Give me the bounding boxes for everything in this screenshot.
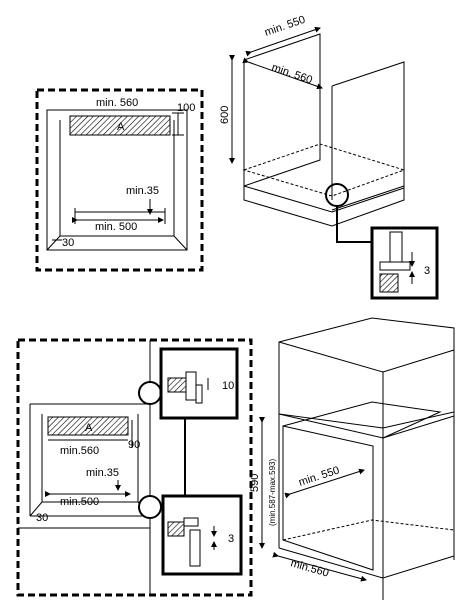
bottom-floor-width-label: min.500 <box>60 496 99 508</box>
top-front-height-label: 100 <box>177 102 195 114</box>
bottom-cabinet-depth-label: min. 550 <box>297 464 341 488</box>
top-floor-width-label: min. 500 <box>95 221 137 233</box>
top-cabinet-width-label: min. 560 <box>270 61 314 86</box>
top-cabinet-height-label: 600 <box>219 106 231 124</box>
vent-area-a <box>69 115 171 136</box>
bottom-cabinet-height-range-label: (min.587-max.593) <box>268 459 277 526</box>
bottom-front-width-label: min.560 <box>60 445 99 457</box>
top-front-width-label: min. 560 <box>96 97 138 109</box>
bottom-detail-top-gap-label: 10 <box>222 380 234 392</box>
top-detail-gap-label: 3 <box>424 265 430 277</box>
top-cabinet: min. 550 min. 560 600 <box>219 14 406 243</box>
bottom-vent-label: A <box>85 422 93 434</box>
vent-label: A <box>117 121 125 133</box>
bottom-detail-bottom-box: 3 <box>161 494 243 576</box>
top-detail-box: 3 <box>370 226 439 300</box>
top-side-label: 30 <box>62 237 74 249</box>
vent-area-a-bottom <box>47 416 129 436</box>
top-floor-gap-label: min.35 <box>126 185 159 197</box>
bottom-front-height-label: 90 <box>128 439 140 451</box>
bottom-detail-top-box: 10 <box>159 347 239 420</box>
bottom-front-view: A min.560 90 min.35 min.500 30 <box>16 338 253 597</box>
bottom-detail-bottom-gap-label: 3 <box>228 533 234 545</box>
bottom-cabinet-height-label: 590 <box>249 474 261 492</box>
bottom-floor-gap-label: min.35 <box>86 467 119 479</box>
bottom-cabinet: 590 (min.587-max.593) min. 550 min.560 <box>249 317 455 600</box>
top-front-view: A min. 560 100 min. 500 min.35 30 <box>35 88 204 272</box>
bottom-side-label: 30 <box>36 512 48 524</box>
